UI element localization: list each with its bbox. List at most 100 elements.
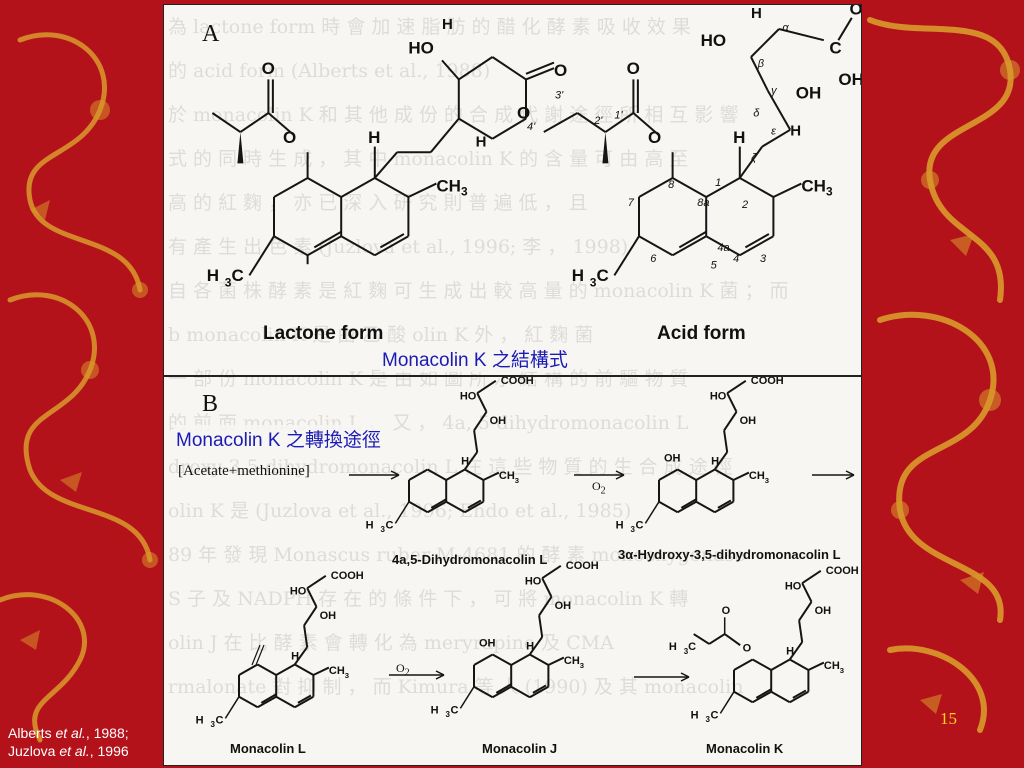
atom-number: 4' [527, 121, 536, 133]
panel-a-caption: Monacolin K 之結構式 [380, 345, 570, 372]
citation-author-2: Juzlova [8, 743, 60, 759]
methyl-label: CH3 [499, 470, 519, 485]
bond [303, 606, 318, 626]
bg-line: 的 acid form (Alberts et al., 1988) [168, 60, 491, 82]
atom-number: 8a [697, 197, 709, 209]
carboxyl-label: COOH [501, 375, 534, 387]
bond [678, 230, 707, 249]
subscript-label: 3 [705, 715, 710, 724]
atom-number: 4 [733, 253, 739, 265]
bond [427, 500, 447, 514]
subscript-label: 3 [630, 525, 635, 534]
bond [251, 644, 261, 666]
lactone-carbonyl-label: O [554, 61, 567, 80]
citation-year-1: , 1988; [85, 725, 129, 741]
bond [739, 177, 774, 198]
bond [538, 615, 544, 638]
bond [528, 636, 544, 656]
bond [788, 641, 804, 661]
hydrogen-label: H [751, 5, 762, 22]
bond [693, 633, 710, 645]
hydrogen-label: H [291, 651, 299, 663]
bond [732, 471, 750, 481]
bond [677, 500, 697, 514]
acid-form-label: Acid form [657, 323, 746, 344]
bond [458, 117, 493, 140]
bond [275, 695, 296, 709]
carboxyl-label: COOH [331, 570, 364, 582]
bond [714, 468, 734, 481]
bond [525, 67, 555, 81]
citation-author-1: Alberts [8, 725, 56, 741]
atom-number: ε [771, 125, 776, 137]
atom-number: β [757, 58, 765, 70]
bond [408, 468, 429, 481]
hydroxyl-label: OH [815, 605, 832, 617]
carbon-label: C [710, 709, 718, 721]
bond [538, 596, 553, 616]
bond [677, 468, 697, 481]
methyl-label: H [431, 704, 439, 716]
bond [789, 690, 809, 704]
bond [761, 128, 791, 148]
bond [307, 177, 342, 198]
bond [615, 470, 625, 476]
bond [723, 411, 738, 431]
bond [680, 498, 697, 509]
hydrogen-label: H [786, 646, 794, 658]
subscript-label: 3 [590, 276, 597, 290]
bond [708, 633, 726, 645]
bond [713, 451, 729, 471]
hydroxyl-label: HO [701, 31, 727, 50]
bond [680, 676, 690, 682]
bond [430, 498, 447, 509]
subscript-label: 3 [380, 525, 385, 534]
bond [374, 235, 409, 257]
carbon-label: C [688, 641, 696, 653]
bond [464, 468, 484, 481]
hydroxyl-label: HO [525, 575, 542, 587]
atom-number: 2' [593, 115, 603, 127]
bond [473, 653, 494, 666]
reagent-label-top: O2 [592, 479, 606, 496]
bg-line: 一 部 份 monacolin K 是 由 如 圖 所 示 結 構 的 前 驅 … [168, 368, 689, 390]
bond [408, 500, 429, 514]
citation-year-2: , 1996 [89, 743, 129, 759]
atom-number: 6 [650, 253, 657, 265]
bond [303, 625, 309, 648]
ring-oxygen-label: O [517, 104, 530, 123]
bond [407, 182, 437, 198]
carboxyl-label: COOH [826, 565, 859, 577]
structure-drawings: OOHCH3H3COHOHOHOOHCH3H3CCOOHHOHOHHαβγδεζ… [196, 5, 861, 729]
carbon-label: C [231, 266, 243, 285]
bond [766, 90, 792, 131]
hydroxyl-label: HO [785, 580, 802, 592]
panel-a-letter: A [202, 21, 220, 47]
bond [798, 620, 804, 643]
methyl-label: H [616, 519, 624, 531]
bond [695, 468, 716, 481]
methyl-label: CH3 [824, 660, 844, 675]
bond [427, 468, 447, 481]
bond [752, 658, 772, 671]
citation-etal-2: et al. [59, 743, 90, 759]
bond [845, 474, 855, 480]
carbon-label: C [450, 704, 458, 716]
atom-number: ζ [751, 152, 757, 164]
bond [492, 685, 512, 699]
bond [340, 235, 376, 257]
bg-line: 為 lactone form 時 會 加 速 脂 肪 的 醋 化 酵 素 吸 收… [168, 16, 691, 38]
citation-line-1: Alberts et al., 1988; [8, 724, 129, 742]
bond [845, 470, 855, 476]
carbonyl-oxygen-label: O [262, 59, 275, 78]
compound-label-monacolin-l: Monacolin L [230, 741, 306, 756]
bond [473, 411, 488, 431]
reagent-o: O [592, 479, 601, 493]
bond [313, 230, 342, 249]
bond [306, 574, 327, 590]
reagent-sub: 2 [404, 667, 410, 679]
bond [224, 696, 240, 719]
atom-number: γ [771, 85, 778, 97]
bond [390, 474, 400, 480]
bond [638, 235, 674, 257]
